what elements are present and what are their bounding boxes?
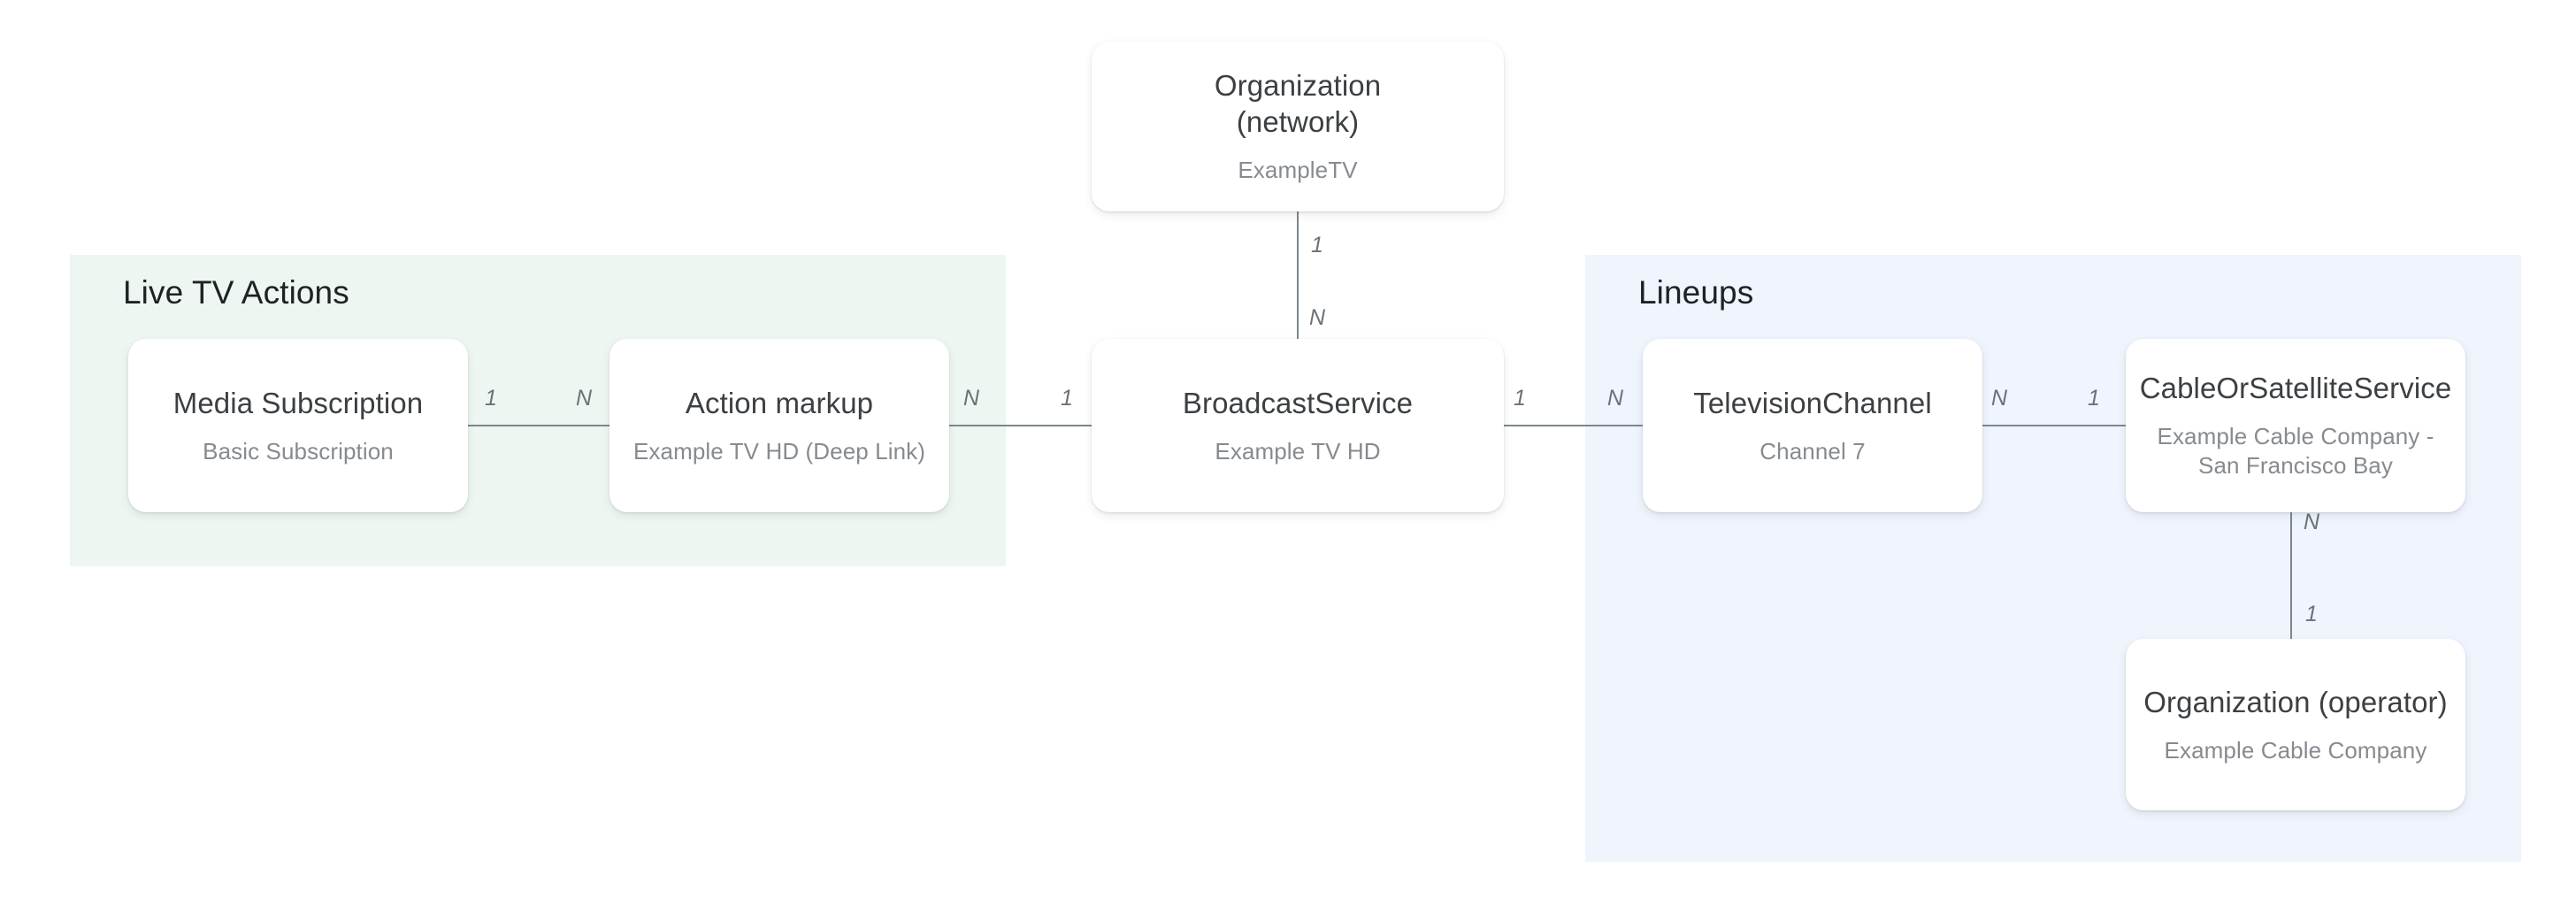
edge-label-media-subscription-1: 1 [485,386,497,411]
node-title-media-subscription: Media Subscription [172,386,424,419]
node-organization-operator[interactable]: Organization (operator) Example Cable Co… [2126,639,2465,810]
node-subtitle-cable-or-satellite-service: Example Cable Company - San Francisco Ba… [2158,422,2434,480]
node-cable-or-satellite-service[interactable]: CableOrSatelliteService Example Cable Co… [2126,339,2465,512]
node-title-television-channel: TelevisionChannel [1693,386,1932,419]
node-subtitle-organization-network: ExampleTV [1238,156,1358,183]
edge-line-television-channel-cable-or-satellite [1982,425,2127,426]
node-broadcast-service[interactable]: BroadcastService Example TV HD [1092,339,1504,512]
edge-label-cable-or-satellite-n-bottom: N [2304,510,2320,534]
node-title-line-2: (network) [1236,104,1360,138]
edge-label-broadcast-service-n-top: N [1309,305,1326,330]
edge-label-broadcast-service-1-right: 1 [1514,386,1526,411]
edge-label-action-markup-n: N [576,386,593,411]
node-title-action-markup: Action markup [685,386,874,419]
node-subtitle-line-1: Example Cable Company - [2157,423,2434,450]
node-subtitle-media-subscription: Basic Subscription [203,437,394,465]
node-subtitle-action-markup: Example TV HD (Deep Link) [632,437,926,465]
group-title-lineups: Lineups [1638,274,1754,311]
node-media-subscription[interactable]: Media Subscription Basic Subscription [128,339,468,512]
edge-label-television-channel-n-left: N [1607,386,1624,411]
edge-label-organization-operator-1: 1 [2305,602,2318,626]
node-title-cable-or-satellite-service: CableOrSatelliteService [2139,372,2452,405]
node-subtitle-television-channel: Channel 7 [1760,437,1866,465]
node-subtitle-organization-operator: Example Cable Company [2164,736,2427,764]
edge-line-organization-network-broadcast-service [1297,211,1299,340]
edge-line-action-markup-broadcast-service [949,425,1092,426]
node-subtitle-line-2: San Francisco Bay [2198,452,2393,480]
node-title-organization-network: Organization (network) [1215,68,1381,140]
edge-line-media-subscription-action-markup [468,425,610,426]
edge-label-cable-or-satellite-1-left: 1 [2088,386,2100,411]
node-title-broadcast-service: BroadcastService [1182,386,1414,419]
node-title-organization-operator: Organization (operator) [2143,685,2448,718]
edge-label-broadcast-service-1-left: 1 [1061,386,1073,411]
edge-line-broadcast-service-television-channel [1504,425,1644,426]
edge-line-cable-or-satellite-organization-operator [2290,512,2292,640]
node-action-markup[interactable]: Action markup Example TV HD (Deep Link) [610,339,949,512]
edge-label-action-markup-n-right: N [963,386,980,411]
node-organization-network[interactable]: Organization (network) ExampleTV [1092,42,1504,211]
edge-label-television-channel-n-right: N [1991,386,2008,411]
node-subtitle-broadcast-service: Example TV HD [1215,437,1381,465]
node-television-channel[interactable]: TelevisionChannel Channel 7 [1643,339,1982,512]
node-title-line-1: Organization [1214,69,1382,103]
edge-label-organization-network-1: 1 [1311,233,1323,257]
group-title-live-tv-actions: Live TV Actions [123,274,349,311]
